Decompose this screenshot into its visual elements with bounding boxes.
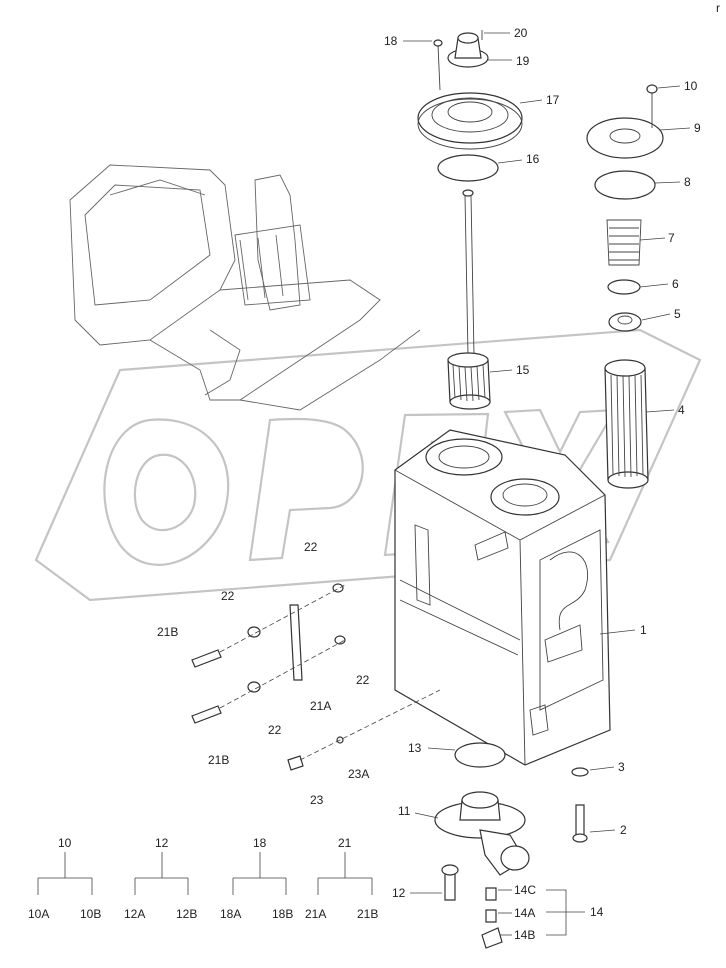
suction-filter-15 — [447, 189, 491, 410]
excavator-sketch — [69, 164, 421, 411]
callout-21a: 21A — [310, 699, 331, 713]
callout-19: 19 — [516, 54, 530, 68]
callout-6: 6 — [672, 277, 679, 291]
callout-20: 20 — [514, 26, 528, 40]
callout-14: 14 — [590, 905, 604, 919]
legend-child: 18B — [272, 907, 293, 921]
corner-mark: r — [716, 1, 720, 15]
callout-4: 4 — [678, 403, 685, 417]
legend-child: 21A — [305, 907, 326, 921]
callout-16: 16 — [526, 152, 540, 166]
callout-11: 11 — [398, 804, 411, 818]
callout-23: 23 — [310, 793, 324, 807]
callout-22-a: 22 — [304, 540, 318, 554]
legend-child: 12A — [124, 907, 145, 921]
callout-18: 18 — [384, 34, 398, 48]
legend-child: 12B — [176, 907, 197, 921]
legend-parent: 21 — [338, 836, 352, 850]
callout-22-b: 22 — [221, 589, 235, 603]
leader-lines — [403, 32, 691, 936]
legend-parent: 12 — [155, 836, 169, 850]
callout-22-d: 22 — [268, 723, 282, 737]
callout-5: 5 — [674, 307, 681, 321]
callout-9: 9 — [694, 121, 701, 135]
callout-23a: 23A — [348, 767, 369, 781]
callout-8: 8 — [684, 175, 691, 189]
bolt-2-washer-3 — [571, 767, 589, 843]
callout-21b-b: 21B — [208, 753, 229, 767]
callout-13: 13 — [408, 741, 422, 755]
legend-child: 10B — [80, 907, 101, 921]
mounting-hardware-21-23 — [191, 583, 441, 771]
callout-21b-a: 21B — [157, 625, 178, 639]
legend-group-21: 21 21A 21B — [305, 836, 378, 921]
legend-group-12: 12 12A 12B — [124, 836, 197, 921]
legend-parent: 10 — [58, 836, 72, 850]
callout-2: 2 — [620, 823, 627, 837]
drain-valve-assembly — [434, 742, 530, 949]
legend-group-18: 18 18A 18B — [220, 836, 293, 921]
legend-group-10: 10 10A 10B — [28, 836, 101, 921]
callout-7: 7 — [668, 231, 675, 245]
return-filter-stack — [586, 84, 664, 489]
part-callouts: 18 20 19 17 16 15 10 9 8 7 6 5 4 1 3 2 1… — [157, 26, 701, 942]
callout-1: 1 — [640, 623, 647, 637]
callout-3: 3 — [618, 760, 625, 774]
legend-parent: 18 — [253, 836, 267, 850]
legend-child: 10A — [28, 907, 49, 921]
assembly-legend: 10 10A 10B 12 12A 12B 18 18A 18B 21 21A … — [28, 836, 378, 921]
cover-assembly-17 — [417, 30, 523, 182]
callout-15: 15 — [516, 363, 530, 377]
hydraulic-tank — [394, 429, 611, 766]
callout-14a: 14A — [514, 906, 535, 920]
callout-22-c: 22 — [356, 673, 370, 687]
legend-child: 21B — [357, 907, 378, 921]
callout-17: 17 — [546, 93, 560, 107]
legend-child: 18A — [220, 907, 241, 921]
callout-10: 10 — [684, 79, 698, 93]
callout-14b: 14B — [514, 928, 535, 942]
callout-12: 12 — [392, 886, 406, 900]
callout-14c: 14C — [514, 883, 536, 897]
